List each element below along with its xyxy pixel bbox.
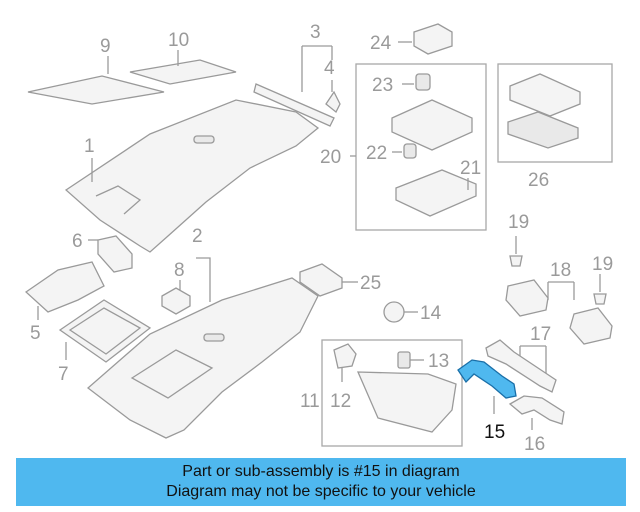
callout-24: 24 — [370, 33, 392, 54]
part-12-bracket: 12 — [330, 343, 357, 412]
callout-17: 17 — [530, 324, 551, 345]
info-banner: Part or sub-assembly is #15 in diagram D… — [16, 458, 626, 506]
callout-7: 7 — [58, 364, 69, 385]
callout-14: 14 — [420, 303, 442, 324]
part-26-lamp — [509, 73, 581, 117]
part-26-lens — [507, 111, 579, 149]
part-14-clip: 14 — [383, 301, 442, 324]
callout-6: 6 — [72, 231, 83, 252]
part-17-handle: 17 — [485, 324, 557, 393]
part-19-screw-left: 19 — [508, 212, 529, 267]
callout-8: 8 — [174, 260, 185, 281]
callout-22: 22 — [366, 143, 387, 164]
callout-5: 5 — [30, 323, 41, 344]
callout-23: 23 — [372, 75, 393, 96]
part-7-sunshade-frame: 7 — [58, 299, 152, 385]
callout-25: 25 — [360, 273, 381, 294]
callout-10: 10 — [168, 30, 189, 51]
callout-1: 1 — [84, 136, 95, 157]
callout-21: 21 — [460, 158, 481, 179]
part-8-clip: 8 — [161, 260, 191, 315]
part-9-panel: 9 — [27, 36, 165, 105]
part-2-headliner: 2 — [86, 226, 319, 439]
part-23-bulb: 23 — [372, 73, 431, 96]
callout-26: 26 — [528, 170, 549, 191]
part-3-trim: 3 — [253, 22, 335, 127]
map-lamp-housing — [391, 99, 473, 151]
part-25-lamp: 25 — [299, 263, 381, 297]
part-15-grab-handle: 15 — [457, 359, 517, 443]
banner-line-1: Part or sub-assembly is #15 in diagram — [182, 463, 460, 480]
callout-2: 2 — [192, 226, 203, 247]
callout-13: 13 — [428, 351, 449, 372]
part-10-panel: 10 — [129, 30, 237, 85]
part-5-console: 5 — [24, 261, 105, 344]
callout-18: 18 — [550, 260, 571, 281]
callout-15: 15 — [484, 422, 505, 443]
part-13-clip: 13 — [397, 351, 449, 372]
callout-9: 9 — [100, 36, 111, 57]
callout-19-right: 19 — [592, 254, 613, 275]
callout-4: 4 — [324, 58, 335, 79]
callout-11: 11 — [300, 391, 320, 412]
part-18-brackets: 18 — [505, 260, 613, 345]
callout-3: 3 — [310, 22, 321, 43]
part-16-handle: 16 — [508, 395, 565, 455]
callout-19-left: 19 — [508, 212, 529, 233]
group-11-box — [321, 339, 463, 447]
part-24-switch: 24 — [370, 23, 453, 55]
parts-diagram: 9 10 1 3 4 24 20 23 — [24, 22, 613, 455]
group-20-box — [355, 63, 487, 231]
part-1-headliner: 1 — [64, 99, 320, 253]
part-19-screw-right: 19 — [592, 254, 613, 305]
banner-line-2: Diagram may not be specific to your vehi… — [166, 483, 476, 500]
callout-12: 12 — [330, 391, 351, 412]
part-22-bulb: 22 — [366, 143, 417, 164]
callout-20: 20 — [320, 147, 341, 168]
group-26-box — [497, 63, 613, 163]
part-21-lens: 21 — [395, 158, 481, 217]
part-4-clip: 4 — [324, 58, 341, 114]
sun-visor — [356, 371, 457, 433]
part-6-handle-cover: 6 — [72, 231, 133, 273]
callout-16: 16 — [524, 434, 545, 455]
